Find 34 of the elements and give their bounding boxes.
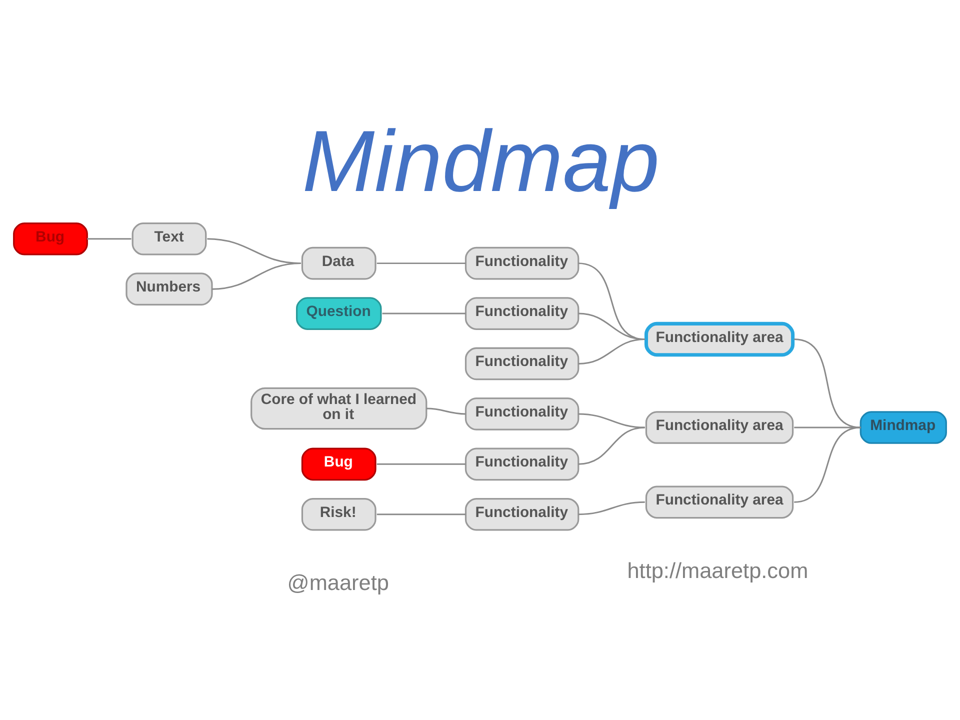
connector: [426, 408, 466, 415]
connector: [794, 426, 861, 503]
node-box: Question: [296, 297, 382, 330]
node-box: Data: [301, 246, 376, 280]
connector: [578, 501, 645, 516]
node-box: Numbers: [126, 272, 213, 306]
node-box: Functionality: [464, 498, 580, 531]
node-box: Functionality: [464, 246, 580, 280]
node-box: Functionality: [464, 347, 580, 380]
connector: [376, 463, 466, 465]
node-box: Functionality: [464, 297, 580, 330]
node-box: Functionality: [464, 448, 580, 481]
node-box: Text: [132, 222, 207, 256]
node-box: Bug: [301, 448, 376, 481]
node-box: Core of what I learned on it: [250, 387, 428, 430]
connector: [794, 338, 861, 428]
node-box: Functionality area: [645, 411, 794, 444]
connector: [578, 338, 645, 364]
label: http://maaretp.com: [627, 558, 808, 583]
connector: [376, 262, 466, 264]
node-box: Bug: [13, 222, 88, 256]
connector: [212, 262, 301, 290]
connector: [578, 426, 645, 465]
connector: [87, 238, 132, 240]
label: @maaretp: [287, 570, 389, 596]
node-box: Functionality area: [644, 322, 795, 357]
connector: [382, 312, 466, 314]
connector: [578, 413, 645, 428]
diagram-title: Mindmap: [302, 112, 660, 210]
node-box: Risk!: [301, 498, 376, 531]
node-box: Functionality: [464, 398, 580, 430]
connector: [376, 514, 466, 516]
node-box: Functionality area: [645, 486, 794, 519]
node-box: Mindmap: [860, 411, 947, 444]
